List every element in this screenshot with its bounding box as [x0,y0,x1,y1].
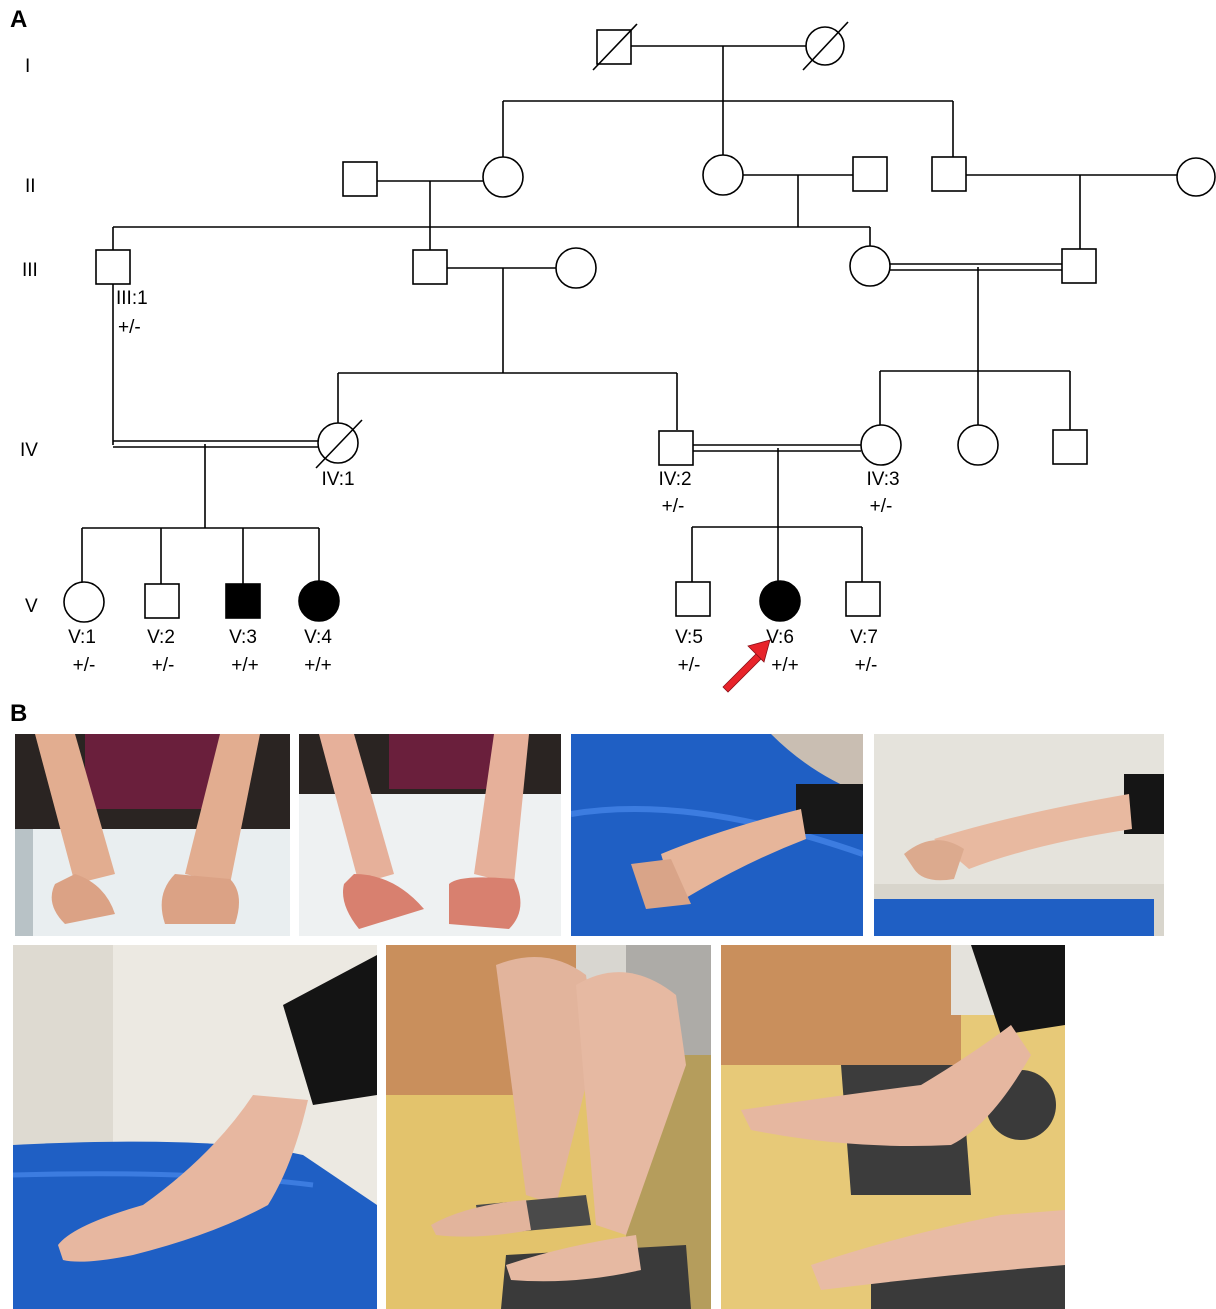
pedigree-chart: I II III IV V [0,0,1216,700]
pedigree-female-II6 [1177,158,1215,196]
generation-ii-label: II [25,176,36,197]
pedigree-male-II4 [853,157,887,191]
pedigree-male-V7 [846,582,880,616]
pedigree-male-III2 [413,250,447,284]
label-III1-genotype: +/- [118,317,141,338]
label-V1-genotype: +/- [73,655,96,676]
pedigree-female-II2 [483,157,523,197]
pedigree-female-IV4 [958,425,998,465]
generation-iii-label: III [22,260,38,281]
label-V7-id: V:7 [850,627,878,648]
panel-b-label: B [10,702,27,726]
photo-hands-palmar [299,734,561,936]
label-V4-genotype: +/+ [304,655,331,676]
label-IV3-id: IV:3 [866,469,899,490]
pedigree-female-V4-affected [299,581,339,621]
photo-foot-on-blue-chair [13,945,377,1309]
label-V5-id: V:5 [675,627,703,648]
pedigree-male-III5 [1062,249,1096,283]
label-V6-genotype: +/+ [771,655,798,676]
label-V2-id: V:2 [147,627,175,648]
pedigree-female-V1 [64,582,104,622]
label-III1-id: III:1 [116,288,148,309]
pedigree-female-V6-affected-proband [760,581,800,621]
label-V6-id: V:6 [766,627,794,648]
photo-hands-dorsal [15,734,290,936]
generation-v-label: V [25,596,38,617]
pedigree-male-III1 [96,250,130,284]
label-IV3-genotype: +/- [870,496,893,517]
label-IV2-id: IV:2 [658,469,691,490]
label-V2-genotype: +/- [152,655,175,676]
label-IV2-genotype: +/- [662,496,685,517]
pedigree-male-IV2 [659,431,693,465]
pedigree-female-IV1-deceased [318,423,358,463]
pedigree-male-II1 [343,162,377,196]
pedigree-male-V2 [145,584,179,618]
label-V1-id: V:1 [68,627,96,648]
generation-i-label: I [25,56,30,77]
pedigree-female-IV3 [861,425,901,465]
pedigree-male-II5 [932,157,966,191]
pedigree-female-II3 [703,155,743,195]
pedigree-female-III3 [556,248,596,288]
label-V5-genotype: +/- [678,655,701,676]
photo-feet-lateral [721,945,1065,1309]
photo-hand-lateral [874,734,1164,936]
label-V3-genotype: +/+ [231,655,258,676]
proband-arrow [723,640,770,692]
label-V3-id: V:3 [229,627,257,648]
photo-legs-and-feet [386,945,711,1309]
pedigree-female-III4 [850,246,890,286]
label-V7-genotype: +/- [855,655,878,676]
pedigree-male-IV5 [1053,430,1087,464]
generation-iv-label: IV [20,440,38,461]
pedigree-male-V5 [676,582,710,616]
label-V4-id: V:4 [304,627,332,648]
pedigree-male-V3-affected [226,584,260,618]
label-IV1-id: IV:1 [321,469,354,490]
photo-hand-on-blue-chair [571,734,863,936]
